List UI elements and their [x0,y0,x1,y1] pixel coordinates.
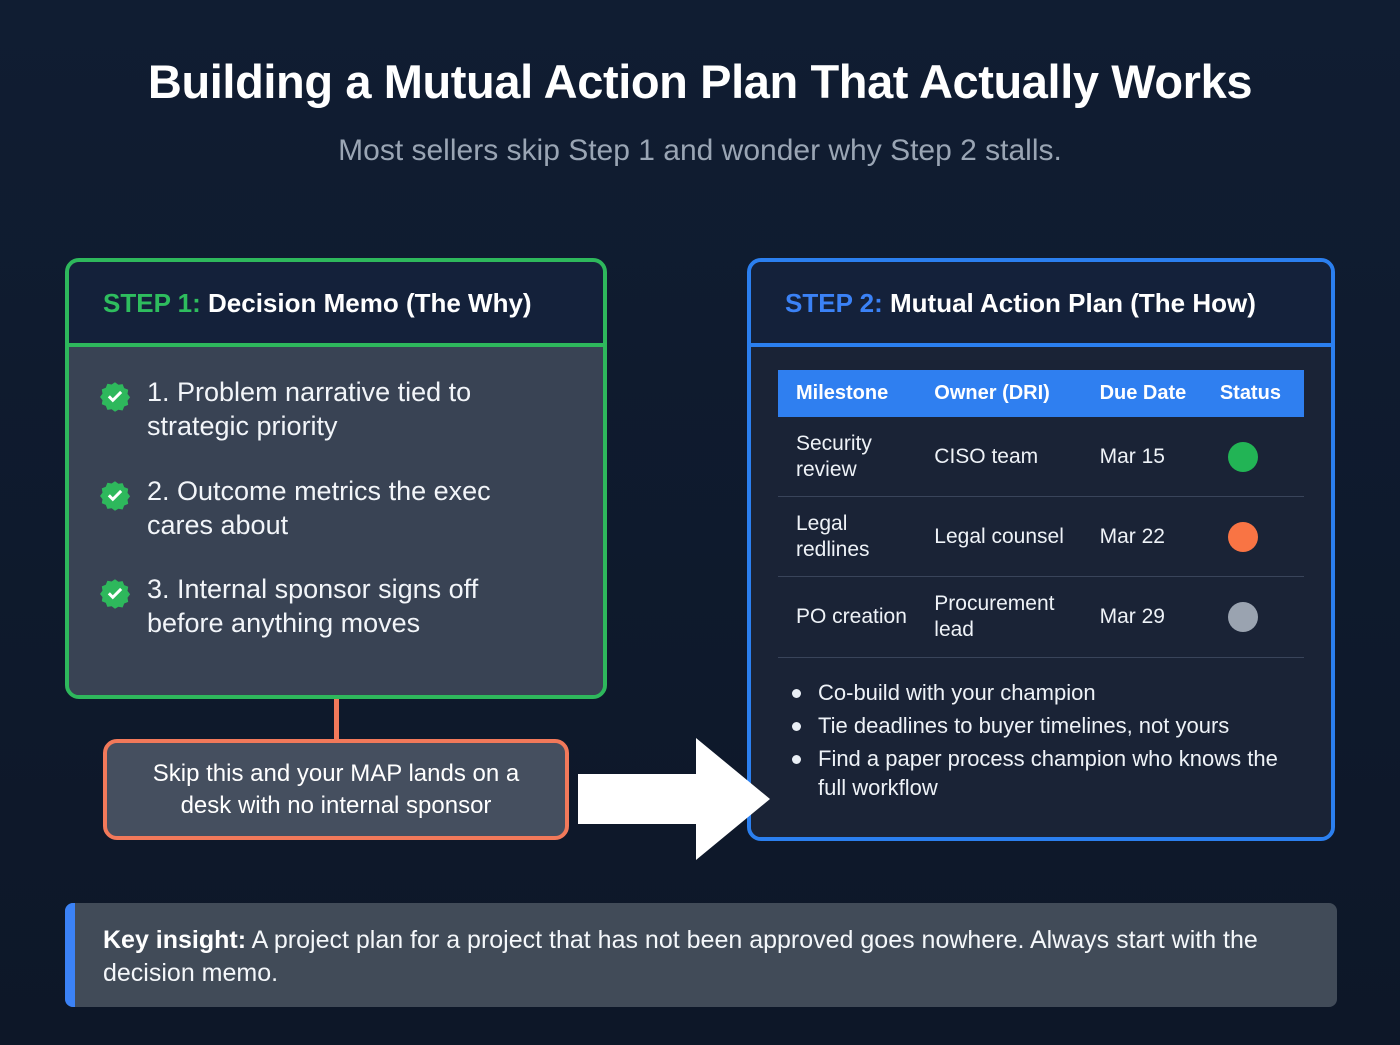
step-2-body: Milestone Owner (DRI) Due Date Status Se… [751,347,1331,837]
map-tips-list: Co-build with your champion Tie deadline… [778,658,1304,802]
step-2-header: STEP 2: Mutual Action Plan (The How) [751,262,1331,347]
table-row: Security review CISO team Mar 15 [778,417,1304,498]
callout-connector-line [334,699,339,739]
warning-callout-text: Skip this and your MAP lands on a desk w… [152,760,520,819]
column-header-owner: Owner (DRI) [928,370,1094,417]
table-row: Legal redlines Legal counsel Mar 22 [778,496,1304,578]
list-item-label: Tie deadlines to buyer timelines, not yo… [818,712,1230,738]
list-item: 1. Problem narrative tied to strategic p… [99,375,573,444]
list-item-label: 2. Outcome metrics the exec cares about [147,475,491,540]
table-header-row: Milestone Owner (DRI) Due Date Status [778,370,1304,417]
step-2-heading: Mutual Action Plan (The How) [882,288,1256,318]
cell-due-date: Mar 22 [1093,496,1214,578]
key-insight-accent [65,903,75,1007]
arrow-right-icon [578,738,770,860]
list-item-label: Co-build with your champion [818,679,1096,705]
page-subtitle: Most sellers skip Step 1 and wonder why … [338,133,1062,167]
steps-container: STEP 1: Decision Memo (The Why) 1. Probl… [0,258,1400,860]
table-row: PO creation Procurement lead Mar 29 [778,576,1304,658]
cell-status [1213,576,1304,658]
page-title: Building a Mutual Action Plan That Actua… [147,55,1253,108]
cell-due-date: Mar 29 [1093,576,1214,658]
bullet-icon [792,721,801,731]
key-insight-bar: Key insight: A project plan for a projec… [65,903,1337,1007]
key-insight-label: Key insight: [103,926,247,954]
column-header-milestone: Milestone [778,370,929,417]
bullet-icon [792,688,801,698]
table-body: Security review CISO team Mar 15 Legal r… [778,417,1304,658]
cell-owner: Procurement lead [928,576,1094,658]
check-badge-icon [99,578,131,610]
step-2-card: STEP 2: Mutual Action Plan (The How) Mil… [747,258,1335,841]
status-dot-green [1227,441,1258,472]
step-1-title: STEP 1: Decision Memo (The Why) [103,288,569,319]
cell-milestone: PO creation [778,576,929,658]
list-item: 2. Outcome metrics the exec cares about [99,474,573,543]
list-item-label: Find a paper process champion who knows … [818,745,1278,800]
list-item-label: 1. Problem narrative tied to strategic p… [147,377,472,442]
step-1-card: STEP 1: Decision Memo (The Why) 1. Probl… [65,258,607,699]
header: Building a Mutual Action Plan That Actua… [0,0,1400,168]
bullet-icon [792,754,801,764]
milestone-table: Milestone Owner (DRI) Due Date Status Se… [778,370,1304,658]
key-insight-body: Key insight: A project plan for a projec… [75,903,1337,1007]
list-item: Tie deadlines to buyer timelines, not yo… [792,711,1304,740]
cell-milestone: Legal redlines [778,496,929,578]
cell-status [1213,417,1304,498]
status-dot-gray [1227,602,1258,633]
step-1-body: 1. Problem narrative tied to strategic p… [69,347,603,695]
step-2-label: STEP 2: [785,288,883,318]
cell-due-date: Mar 15 [1093,417,1214,498]
cell-status [1213,496,1304,578]
step-1-heading: Decision Memo (The Why) [200,288,532,318]
list-item: 3. Internal sponsor signs off before any… [99,572,573,641]
cell-milestone: Security review [778,417,929,498]
step-1-header: STEP 1: Decision Memo (The Why) [69,262,603,347]
cell-owner: Legal counsel [928,496,1094,578]
step-1-label: STEP 1: [103,288,201,318]
check-badge-icon [99,381,131,413]
cell-owner: CISO team [928,417,1094,498]
step-2-title: STEP 2: Mutual Action Plan (The How) [785,288,1297,319]
table-header: Milestone Owner (DRI) Due Date Status [778,370,1304,417]
list-item: Find a paper process champion who knows … [792,744,1304,802]
column-header-due-date: Due Date [1093,370,1214,417]
warning-callout: Skip this and your MAP lands on a desk w… [103,739,569,840]
column-header-status: Status [1213,370,1304,417]
list-item-label: 3. Internal sponsor signs off before any… [147,574,479,639]
check-badge-icon [99,480,131,512]
key-insight-text: A project plan for a project that has no… [103,926,1258,987]
status-dot-orange [1227,521,1258,552]
list-item: Co-build with your champion [792,678,1304,707]
decision-memo-checklist: 1. Problem narrative tied to strategic p… [99,375,573,641]
